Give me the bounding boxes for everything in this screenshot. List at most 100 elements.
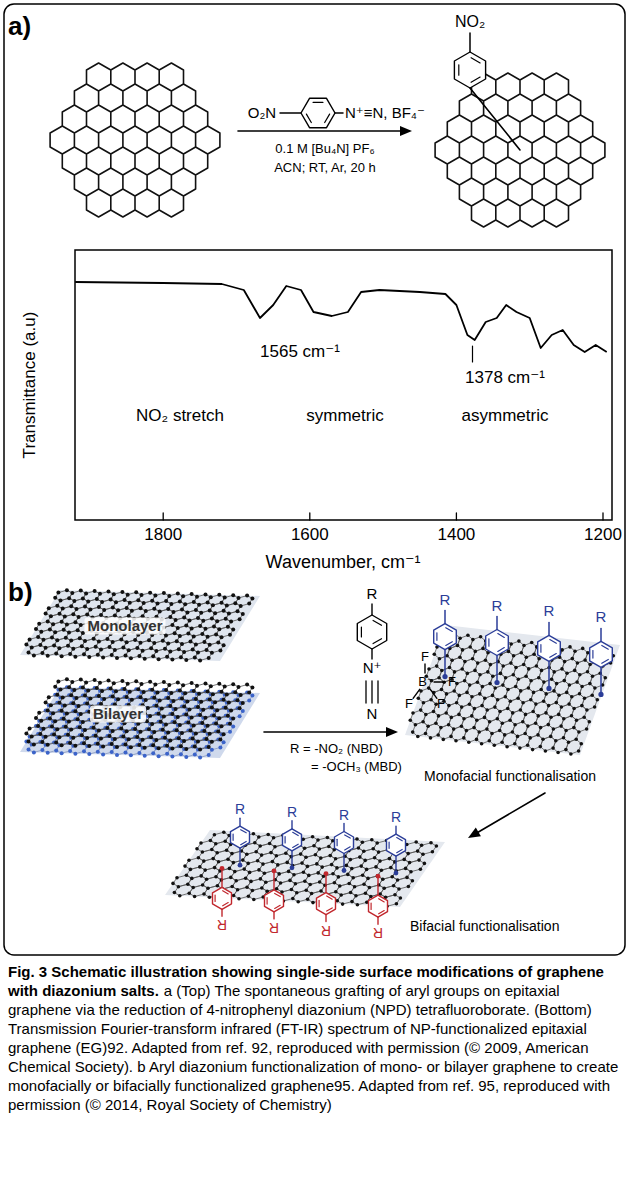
carbon-atom	[69, 728, 73, 732]
carbon-atom	[210, 740, 214, 744]
carbon-atom	[373, 856, 377, 860]
aryl-ring	[590, 641, 613, 667]
carbon-atom	[465, 691, 469, 695]
carbon-atom	[183, 602, 187, 606]
carbon-atom	[79, 623, 83, 627]
carbon-atom	[137, 751, 141, 755]
carbon-atom	[30, 734, 34, 738]
carbon-atom	[44, 735, 48, 739]
anchor-atom	[494, 680, 499, 685]
carbon-atom	[44, 646, 48, 650]
carbon-atom	[137, 743, 141, 747]
carbon-atom	[544, 692, 548, 696]
carbon-atom	[527, 686, 531, 690]
carbon-atom	[125, 695, 129, 699]
carbon-atom	[378, 859, 382, 863]
carbon-atom	[333, 881, 337, 885]
carbon-atom	[246, 862, 250, 866]
carbon-atom	[544, 711, 548, 715]
aryl-bond	[548, 661, 550, 688]
carbon-atom	[161, 728, 165, 732]
carbon-atom	[70, 680, 74, 684]
carbon-atom	[180, 642, 184, 646]
r-group: R	[373, 925, 383, 941]
carbon-atom	[258, 844, 262, 848]
carbon-atom	[73, 709, 77, 713]
carbon-atom	[210, 848, 214, 852]
carbon-atom	[71, 736, 75, 740]
carbon-atom	[101, 656, 105, 660]
carbon-atom	[338, 884, 342, 888]
carbon-atom	[228, 633, 232, 637]
carbon-atom	[285, 861, 289, 865]
aryl-ring-double-bond	[488, 639, 489, 646]
carbon-atom	[530, 641, 534, 645]
carbon-atom	[68, 741, 72, 745]
carbon-atom	[207, 656, 211, 660]
carbon-atom	[397, 887, 401, 891]
carbon-atom	[119, 638, 123, 642]
carbon-atom	[232, 861, 236, 865]
atom-label: N	[367, 705, 378, 722]
anchor-atom	[220, 866, 225, 871]
carbon-atom	[266, 833, 270, 837]
r-group: R	[269, 920, 279, 936]
carbon-atom	[478, 673, 482, 677]
carbon-atom	[68, 652, 72, 656]
carbon-atom	[254, 850, 258, 854]
reagent-ring-double-bond	[306, 114, 311, 122]
reaction-condition: ACN; RT, Ar, 20 h	[274, 161, 376, 176]
carbon-atom	[203, 868, 207, 872]
carbon-atom	[350, 867, 354, 871]
reagent-formula: N⁺≡N, BF₄⁻	[345, 104, 425, 121]
carbon-atom	[491, 694, 495, 698]
carbon-atom	[519, 689, 523, 693]
reagent-bond	[371, 604, 372, 615]
carbon-atom	[119, 727, 123, 731]
carbon-atom	[183, 691, 187, 695]
carbon-atom	[311, 835, 315, 839]
carbon-atom	[176, 592, 180, 596]
ftir-spectrum	[75, 282, 607, 352]
carbon-atom	[436, 733, 440, 737]
carbon-atom	[519, 708, 523, 712]
carbon-atom	[28, 726, 32, 730]
carbon-atom	[429, 841, 433, 845]
carbon-atom	[201, 850, 205, 854]
carbon-atom	[456, 644, 460, 648]
carbon-atom	[347, 882, 351, 886]
carbon-atom	[583, 696, 587, 700]
carbon-atom	[158, 610, 162, 614]
carbon-atom	[233, 690, 237, 694]
carbon-atom	[166, 642, 170, 646]
aryl-ring	[213, 887, 232, 909]
aryl-ring-double-bond	[379, 911, 385, 914]
carbon-atom	[559, 724, 563, 728]
carbon-atom	[591, 674, 595, 678]
carbon-atom	[460, 667, 464, 671]
carbon-atom	[158, 699, 162, 703]
carbon-atom	[215, 851, 219, 855]
carbon-atom	[556, 751, 560, 755]
carbon-atom	[123, 598, 127, 602]
carbon-atom	[563, 679, 567, 683]
aryl-bond	[291, 821, 292, 829]
reagent-ring-double-bond	[313, 102, 323, 103]
carbon-atom	[529, 698, 533, 702]
carbon-atom	[173, 720, 177, 724]
carbon-atom	[483, 716, 487, 720]
carbon-atom	[450, 658, 454, 662]
carbon-atom	[306, 865, 310, 869]
carbon-atom	[312, 844, 316, 848]
carbon-atom	[416, 849, 420, 853]
carbon-atom	[69, 693, 73, 697]
carbon-atom	[24, 732, 28, 736]
carbon-atom	[202, 859, 206, 863]
carbon-atom	[206, 635, 210, 639]
carbon-atom	[130, 609, 134, 613]
carbon-atom	[140, 682, 144, 686]
carbon-atom	[179, 752, 183, 756]
carbon-atom	[177, 885, 181, 889]
carbon-atom	[167, 683, 171, 687]
carbon-atom	[573, 669, 577, 673]
